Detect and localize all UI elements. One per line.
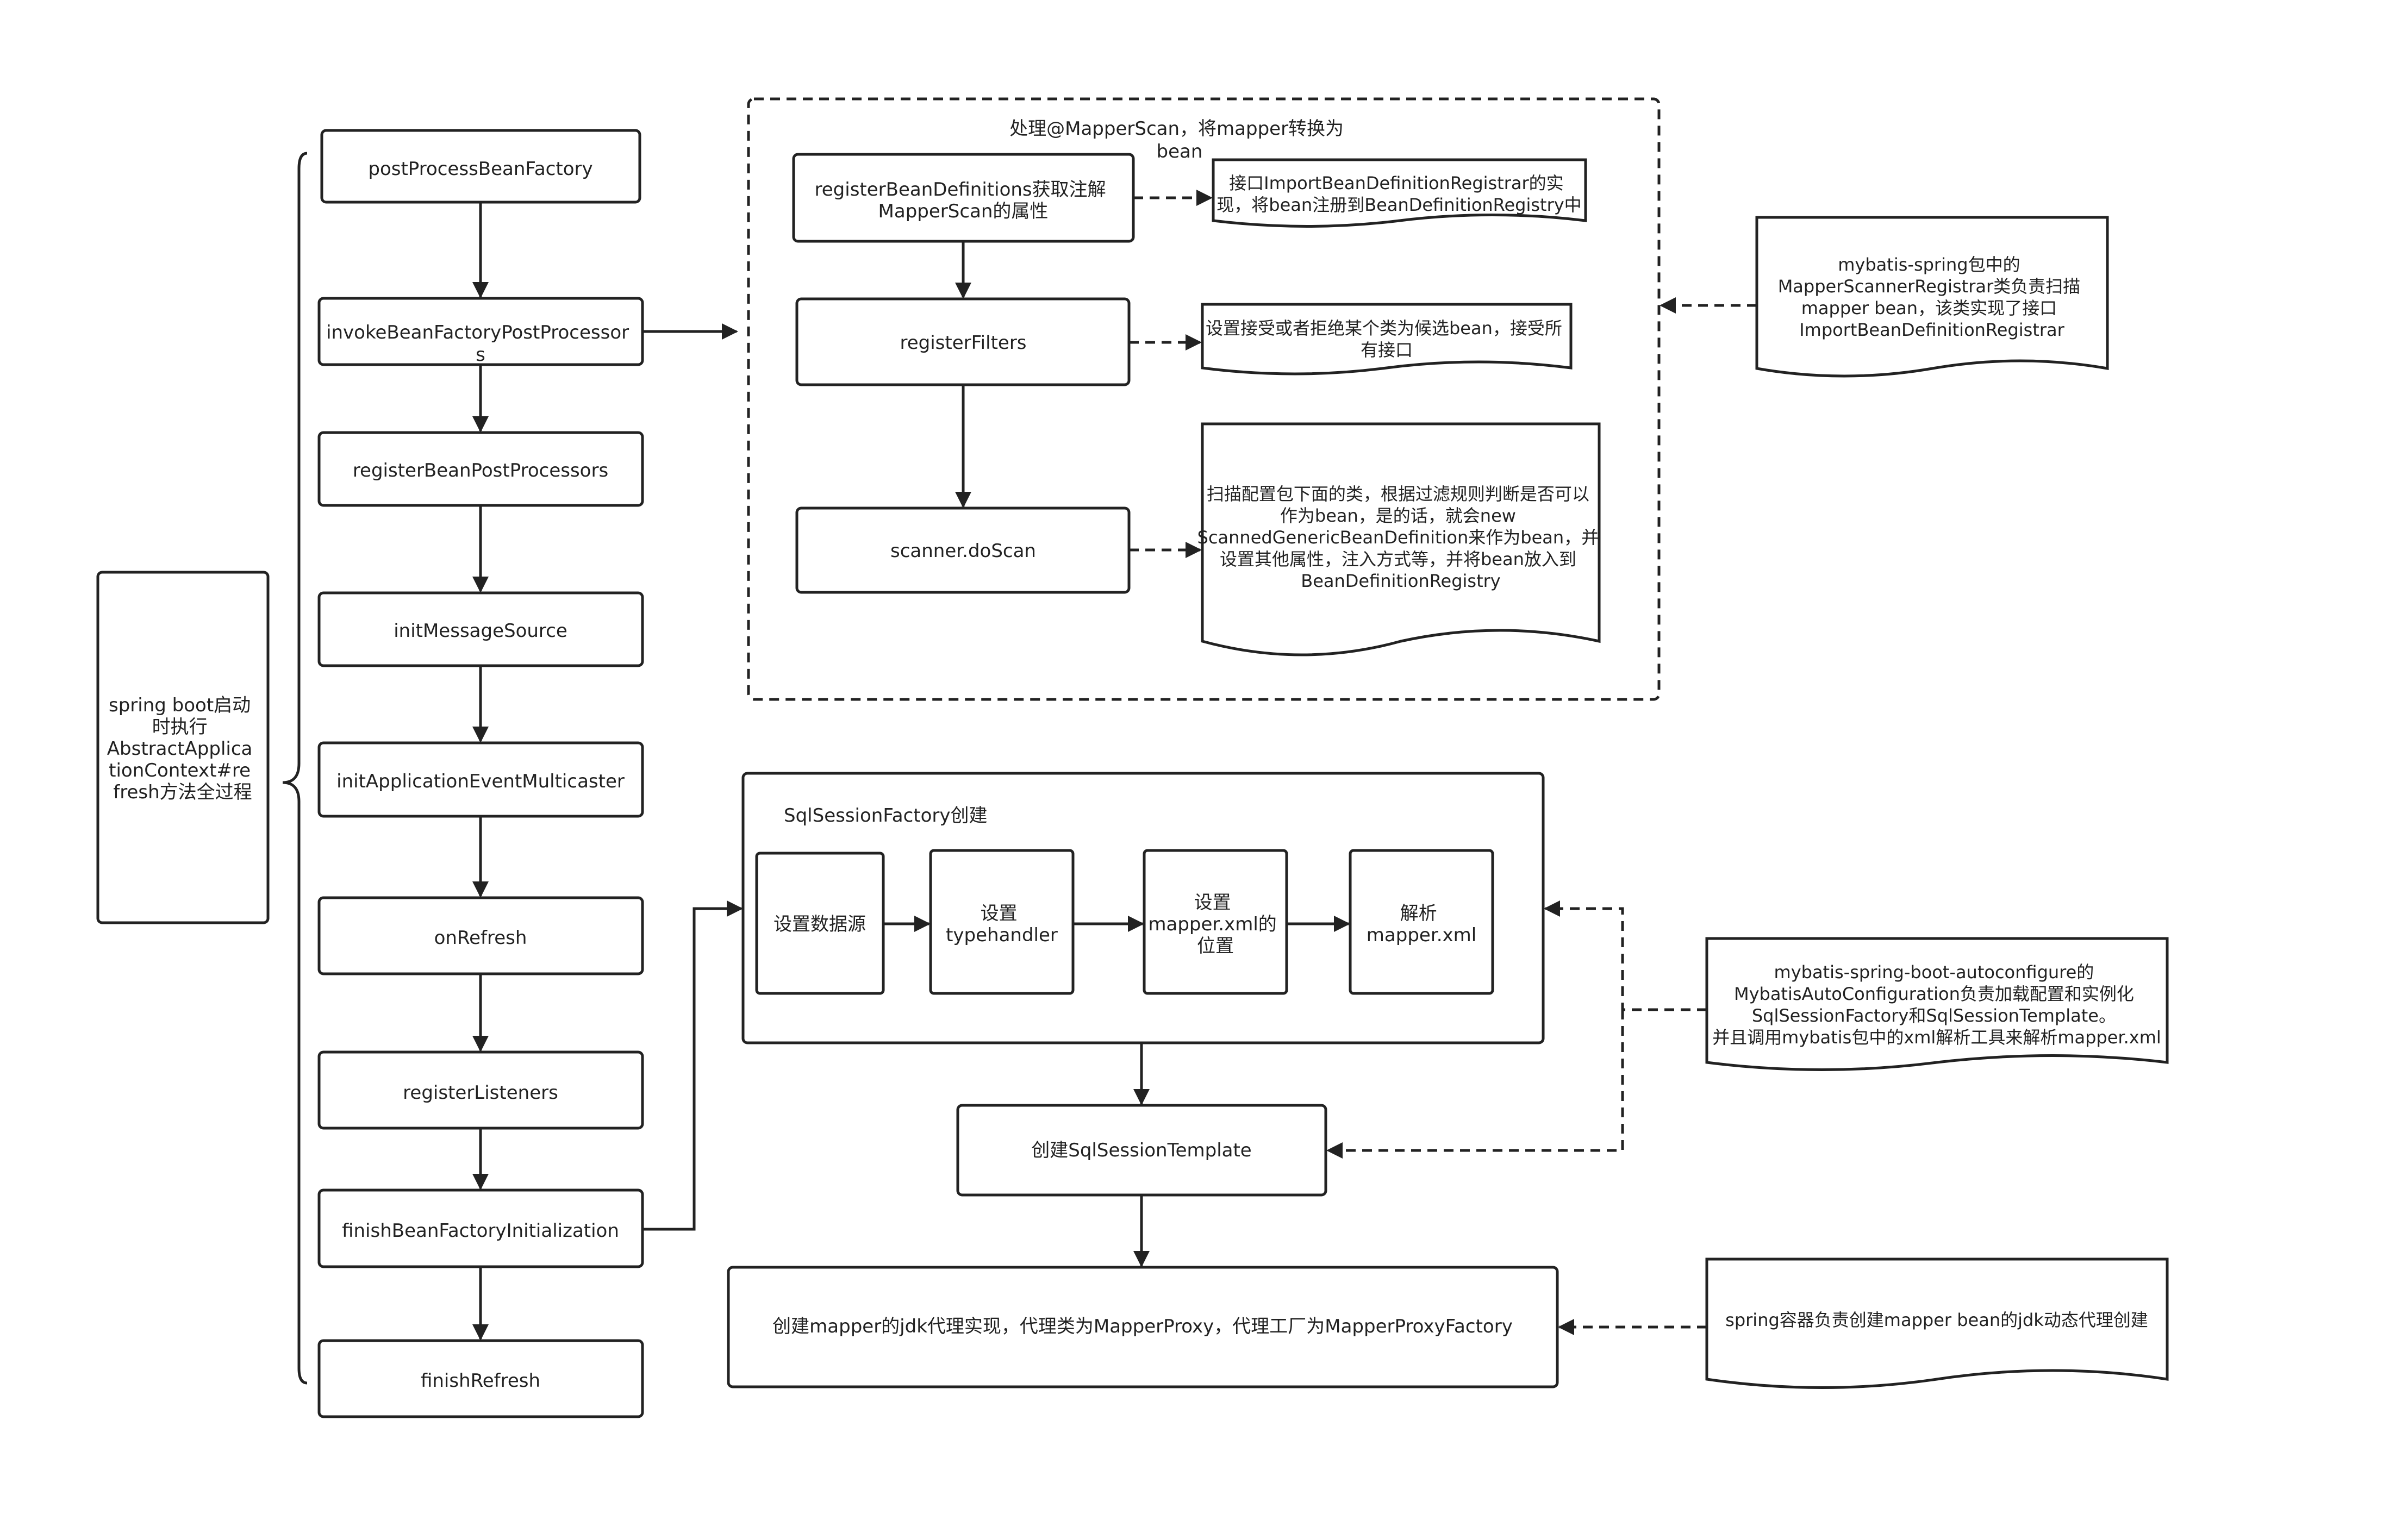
step-label: initMessageSource xyxy=(394,620,567,642)
left-note-line: tionContext#re xyxy=(109,760,251,781)
note-line: mapper bean，该类实现了接口 xyxy=(1801,298,2057,318)
note-line: ScannedGenericBeanDefinition来作为bean，并 xyxy=(1197,527,1599,548)
ssf-step-mapper-location: 设置 mapper.xml的 位置 xyxy=(1143,849,1288,995)
left-note-line: fresh方法全过程 xyxy=(113,781,252,803)
ssf-step-label-line: typehandler xyxy=(946,924,1058,946)
left-note-line: spring boot启动 xyxy=(109,694,251,716)
note-line: 并且调用mybatis包中的xml解析工具来解析mapper.xml xyxy=(1712,1027,2161,1048)
step-finish-bean-factory-initialization: finishBeanFactoryInitialization xyxy=(317,1188,644,1268)
left-note-text: spring boot启动 时执行 AbstractApplica tionCo… xyxy=(107,694,258,803)
box-label: 创建SqlSessionTemplate xyxy=(1031,1140,1251,1161)
ssf-step-label-line: mapper.xml的 xyxy=(1148,913,1276,935)
ssf-step-label-line: 设置 xyxy=(1194,892,1231,913)
ssf-step-label: 设置数据源 xyxy=(773,913,866,935)
ssf-step-label: 设置 typehandler xyxy=(946,903,1058,946)
register-bean-definitions-box: registerBeanDefinitions获取注解 MapperScan的属… xyxy=(792,153,1135,243)
note-scan-doc: 扫描配置包下面的类，根据过滤规则判断是否可以 作为bean，是的话，就会new … xyxy=(1197,422,1605,656)
step-label-line: invokeBeanFactoryPostProcessor xyxy=(326,322,629,343)
step-init-message-source: initMessageSource xyxy=(317,591,644,667)
left-note-line: 时执行 xyxy=(152,716,208,738)
step-label: onRefresh xyxy=(434,927,527,949)
note-line: 设置其他属性，注入方式等，并将bean放入到 xyxy=(1220,549,1576,570)
mapper-scan-group xyxy=(747,97,1661,701)
step-label: initApplicationEventMulticaster xyxy=(336,771,625,792)
ssf-step-label-line: 设置 xyxy=(981,903,1018,924)
step-label: invokeBeanFactoryPostProcessor s xyxy=(326,322,635,366)
scanner-do-scan-box: scanner.doScan xyxy=(795,506,1131,594)
note-line: ImportBeanDefinitionRegistrar xyxy=(1799,320,2064,340)
note-filters-text: 设置接受或者拒绝某个类为候选bean，接受所 有接口 xyxy=(1206,318,1568,360)
autoconfigure-note-text: mybatis-spring-boot-autoconfigure的 Mybat… xyxy=(1712,962,2161,1048)
ssf-step-label: 设置 mapper.xml的 位置 xyxy=(1148,892,1282,957)
step-finish-refresh: finishRefresh xyxy=(317,1339,644,1418)
step-label-line: s xyxy=(476,344,485,366)
step-label: finishRefresh xyxy=(421,1370,540,1392)
ssf-step-label-line: 位置 xyxy=(1197,935,1234,957)
step-register-listeners: registerListeners xyxy=(317,1050,644,1130)
note-line: 接口ImportBeanDefinitionRegistrar的实 xyxy=(1229,173,1564,193)
mybatis-spring-note-text: mybatis-spring包中的 MapperScannerRegistrar… xyxy=(1778,254,2086,340)
note-line: 现，将bean注册到BeanDefinitionRegistry中 xyxy=(1217,195,1581,215)
note-line: 作为bean，是的话，就会new xyxy=(1280,505,1516,526)
note-line: MybatisAutoConfiguration负责加载配置和实例化 xyxy=(1734,984,2134,1004)
box-label: registerFilters xyxy=(900,332,1026,354)
note-text: spring容器负责创建mapper bean的jdk动态代理创建 xyxy=(1725,1310,2148,1330)
note-scan-text: 扫描配置包下面的类，根据过滤规则判断是否可以 作为bean，是的话，就会new … xyxy=(1197,484,1605,591)
note-line: 扫描配置包下面的类，根据过滤规则判断是否可以 xyxy=(1207,484,1589,504)
note-line: 有接口 xyxy=(1361,340,1413,360)
step-init-application-event-multicaster: initApplicationEventMulticaster xyxy=(317,741,644,818)
ssf-step-parse-mapper: 解析 mapper.xml xyxy=(1349,849,1494,995)
note-registrar-text: 接口ImportBeanDefinitionRegistrar的实 现，将bea… xyxy=(1217,173,1581,215)
step-register-bean-post-processors: registerBeanPostProcessors xyxy=(317,431,644,507)
autoconfigure-note-doc: mybatis-spring-boot-autoconfigure的 Mybat… xyxy=(1705,937,2169,1071)
note-line: MapperScannerRegistrar类负责扫描 xyxy=(1778,276,2080,297)
note-line: mybatis-spring-boot-autoconfigure的 xyxy=(1774,962,2094,983)
note-filters-doc: 设置接受或者拒绝某个类为候选bean，接受所 有接口 xyxy=(1201,303,1573,376)
step-post-process-bean-factory: postProcessBeanFactory xyxy=(320,129,641,204)
note-line: 设置接受或者拒绝某个类为候选bean，接受所 xyxy=(1206,318,1562,339)
ssf-step-datasource: 设置数据源 xyxy=(755,852,885,995)
box-label-line: MapperScan的属性 xyxy=(878,201,1049,222)
arrow-finish-init-to-ssf xyxy=(642,900,743,1231)
box-label: 创建mapper的jdk代理实现，代理类为MapperProxy，代理工厂为Ma… xyxy=(772,1316,1513,1337)
ssf-step-typehandler: 设置 typehandler xyxy=(929,849,1075,995)
left-note: spring boot启动 时执行 AbstractApplica tionCo… xyxy=(96,571,270,924)
box-label-line: registerBeanDefinitions获取注解 xyxy=(815,179,1106,201)
curly-brace xyxy=(282,152,308,1385)
note-line: SqlSessionFactory和SqlSessionTemplate。 xyxy=(1752,1005,2116,1026)
register-filters-box: registerFilters xyxy=(795,297,1131,386)
step-label: postProcessBeanFactory xyxy=(368,158,592,180)
register-bean-definitions-label: registerBeanDefinitions获取注解 MapperScan的属… xyxy=(815,179,1112,222)
sql-session-factory-title: SqlSessionFactory创建 xyxy=(784,805,988,827)
note-line: BeanDefinitionRegistry xyxy=(1301,571,1500,591)
step-on-refresh: onRefresh xyxy=(317,896,644,975)
spring-container-note-doc: spring容器负责创建mapper bean的jdk动态代理创建 xyxy=(1705,1257,2169,1389)
dashed-arrow-autoconfig-to-ssf xyxy=(1544,900,1707,1011)
ssf-step-label-line: mapper.xml xyxy=(1367,924,1476,946)
mapper-scan-title: 处理@MapperScan，将mapper转换为 bean xyxy=(1009,118,1350,162)
mapper-scan-title-line: 处理@MapperScan，将mapper转换为 xyxy=(1009,118,1344,140)
mapper-proxy-box: 创建mapper的jdk代理实现，代理类为MapperProxy，代理工厂为Ma… xyxy=(727,1266,1559,1388)
note-registrar-doc: 接口ImportBeanDefinitionRegistrar的实 现，将bea… xyxy=(1212,158,1587,228)
mapper-scan-title-line: bean xyxy=(1157,141,1203,162)
step-label: registerBeanPostProcessors xyxy=(353,460,608,481)
mybatis-spring-note-doc: mybatis-spring包中的 MapperScannerRegistrar… xyxy=(1755,216,2109,378)
sql-session-template-box: 创建SqlSessionTemplate xyxy=(956,1104,1327,1197)
box-label: scanner.doScan xyxy=(890,540,1036,562)
left-note-line: AbstractApplica xyxy=(107,738,253,760)
step-label: registerListeners xyxy=(403,1082,558,1104)
ssf-step-label-line: 解析 xyxy=(1400,903,1437,924)
ssf-step-label: 解析 mapper.xml xyxy=(1367,903,1476,946)
step-invoke-bean-factory-post-processors: invokeBeanFactoryPostProcessor s xyxy=(317,297,644,366)
note-line: mybatis-spring包中的 xyxy=(1838,254,2020,275)
step-label: finishBeanFactoryInitialization xyxy=(342,1220,619,1242)
